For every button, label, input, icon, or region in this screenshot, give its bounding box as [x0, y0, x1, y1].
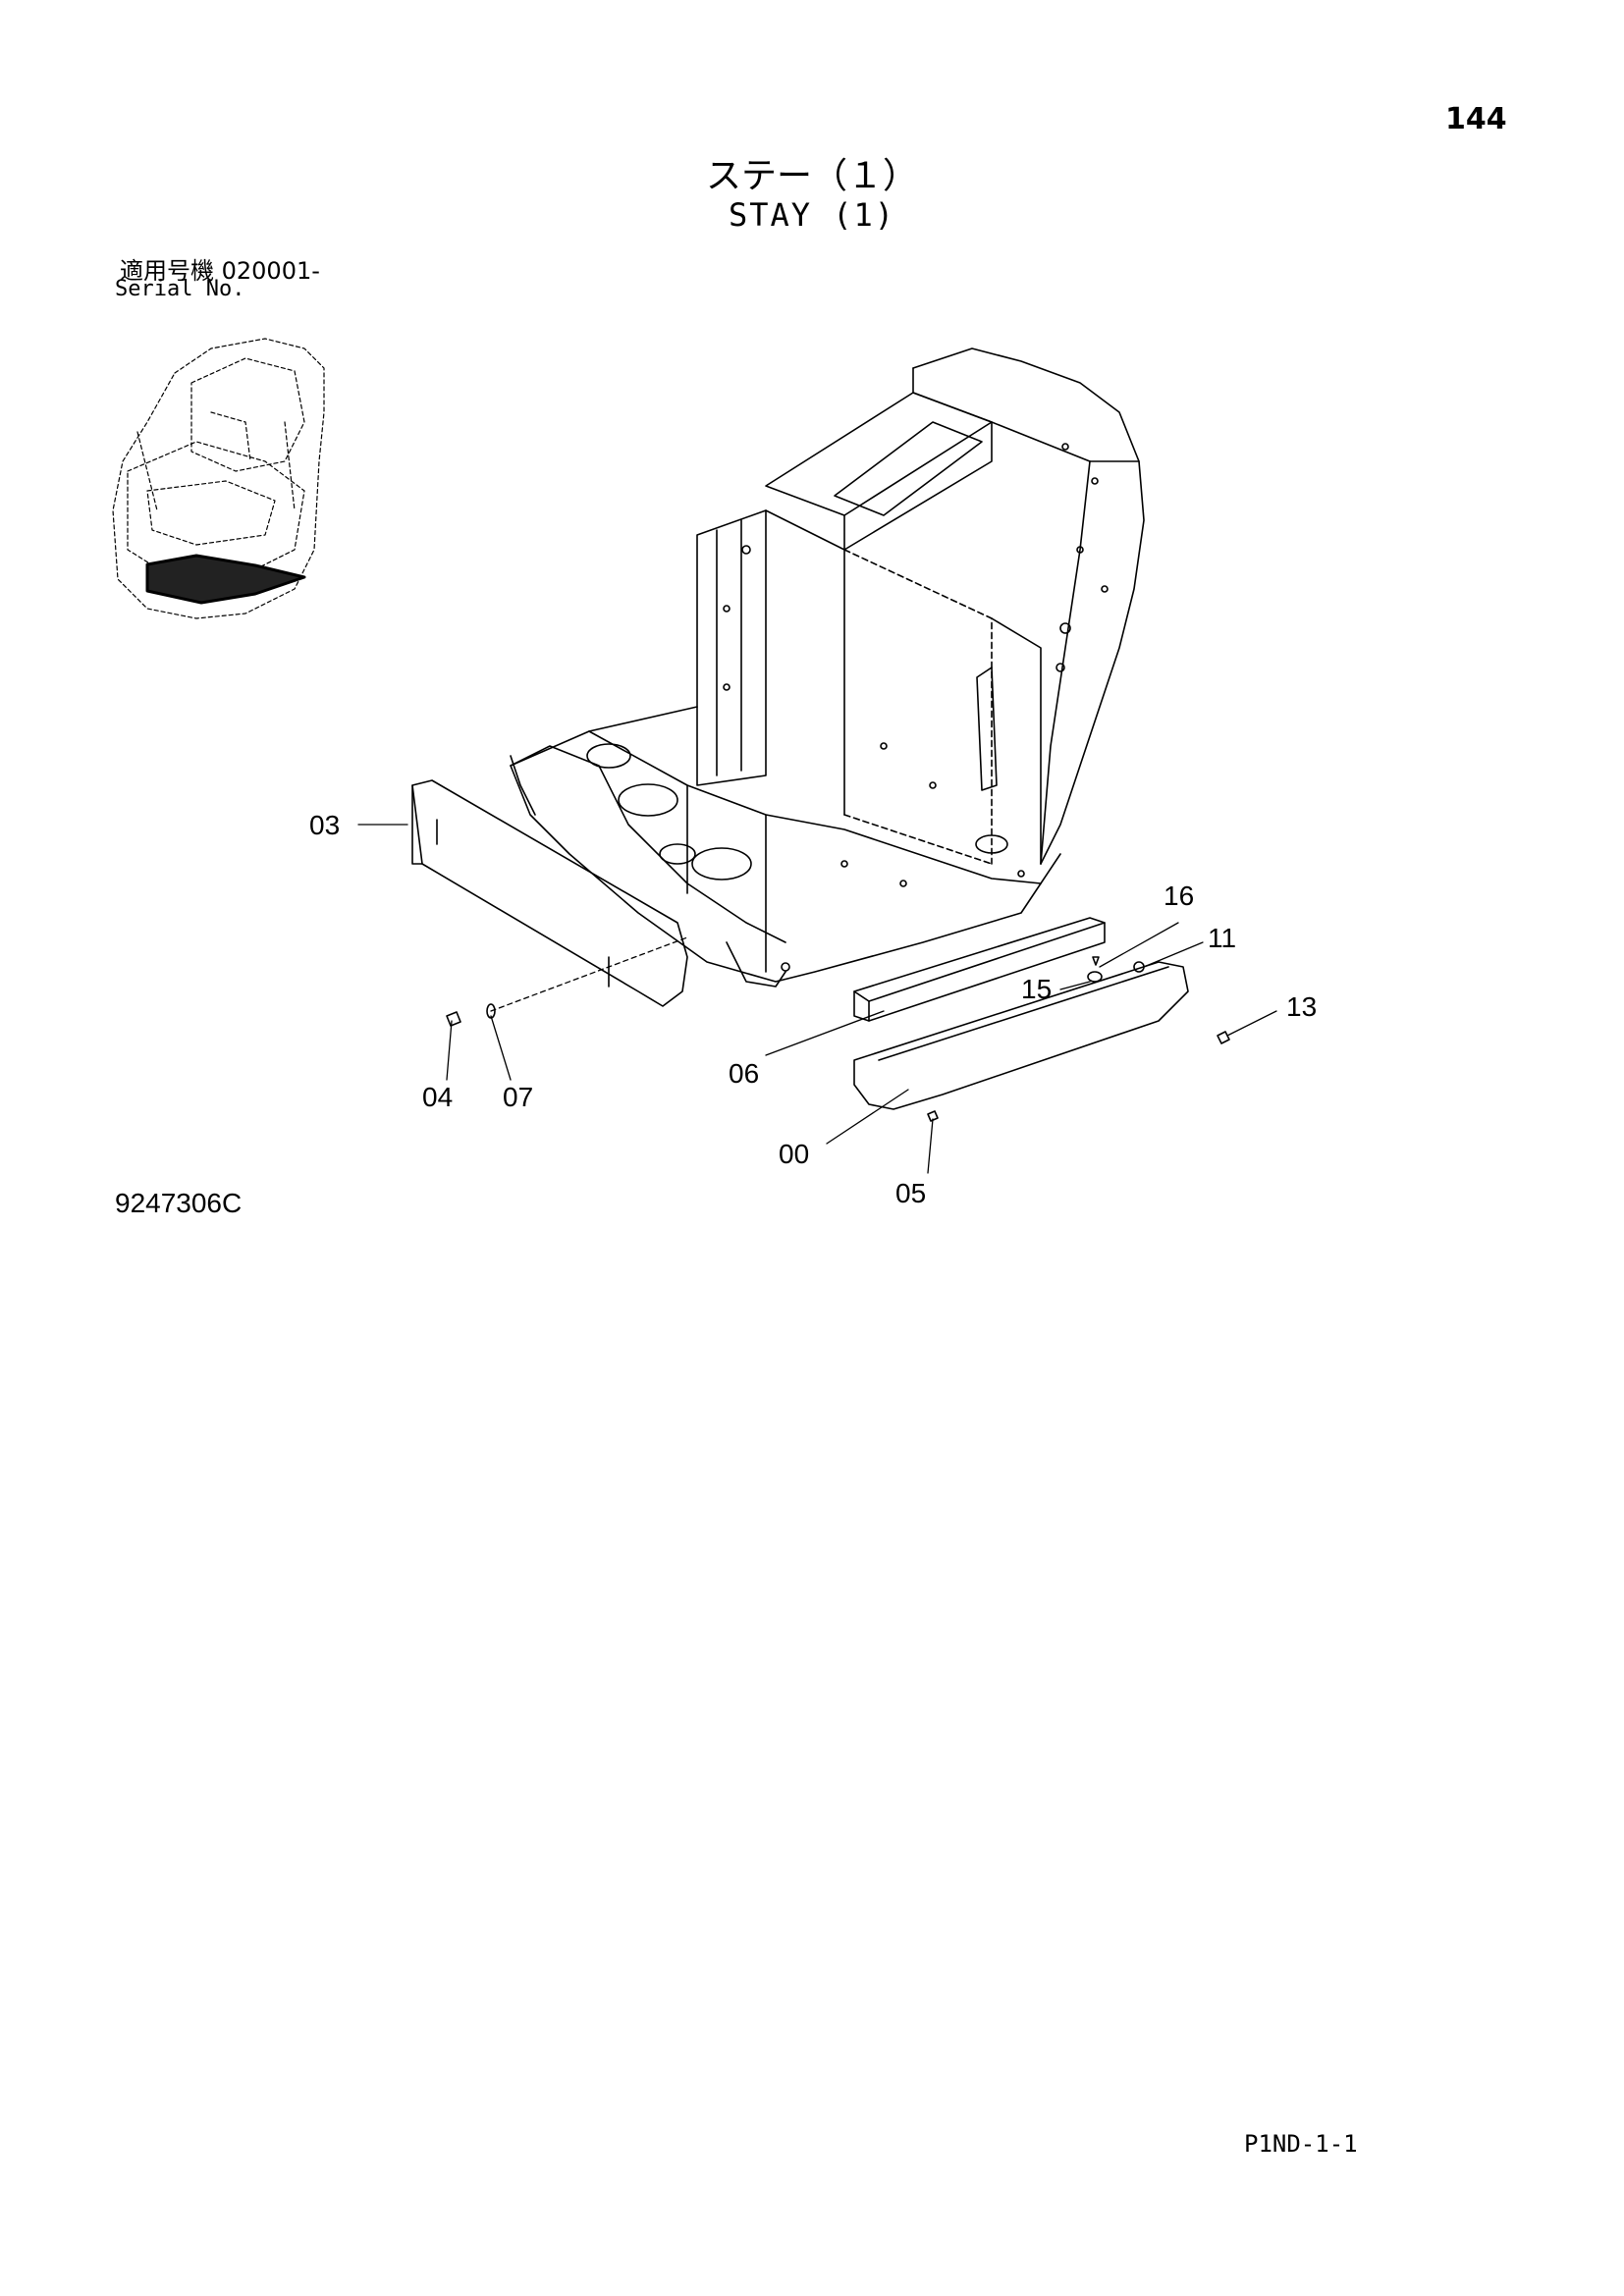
- part-00-front-stay: [853, 961, 1189, 1110]
- callout-15: 15: [1021, 974, 1052, 1004]
- serial-label-japanese: 適用号機 020001-: [120, 257, 320, 285]
- leader-lines: [357, 824, 1277, 1174]
- thumbnail-highlight-stay: [145, 554, 306, 605]
- upper-frame: [510, 347, 1145, 988]
- machine-thumbnail: [112, 338, 325, 619]
- callout-06: 06: [729, 1058, 759, 1089]
- page-title-english: STAY (1): [728, 196, 896, 234]
- part-03-left-stay: [411, 779, 688, 1007]
- callout-07: 07: [503, 1082, 533, 1112]
- page-number: 144: [1445, 102, 1507, 136]
- callout-labels: 03 04 07 06 00 05 16 11 15 13: [309, 810, 1317, 1208]
- serial-label-english: Serial No.: [115, 277, 245, 301]
- callout-11: 11: [1208, 923, 1236, 953]
- callout-04: 04: [422, 1082, 453, 1112]
- footer-code: P1ND-1-1: [1244, 2130, 1358, 2158]
- callout-13: 13: [1286, 991, 1317, 1022]
- fasteners: [446, 956, 1230, 1122]
- callout-00: 00: [779, 1139, 809, 1169]
- callout-03: 03: [309, 810, 340, 840]
- drawing-number: 9247306C: [115, 1188, 243, 1218]
- callout-16: 16: [1164, 881, 1194, 911]
- part-06-rail-stay: [853, 917, 1106, 1022]
- page-title-japanese: ステー（１）: [705, 156, 918, 196]
- callout-05: 05: [895, 1178, 926, 1208]
